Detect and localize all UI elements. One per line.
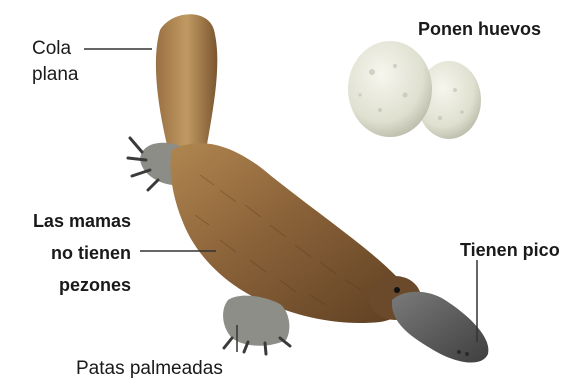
label-tienen-pico: Tienen pico	[460, 238, 560, 263]
egg-front	[348, 41, 432, 137]
label-las-mamas: Las mamas no tienen pezones	[33, 205, 131, 301]
label-patas-palmeadas: Patas palmeadas	[76, 356, 223, 382]
label-ponen-huevos: Ponen huevos	[418, 17, 541, 42]
eggs-group	[348, 41, 481, 139]
label-cola-plana: Cola plana	[32, 36, 79, 88]
platypus-bill	[392, 292, 489, 363]
platypus-eye	[394, 287, 400, 293]
platypus-tail	[156, 14, 217, 165]
platypus-front-foot	[223, 296, 290, 354]
